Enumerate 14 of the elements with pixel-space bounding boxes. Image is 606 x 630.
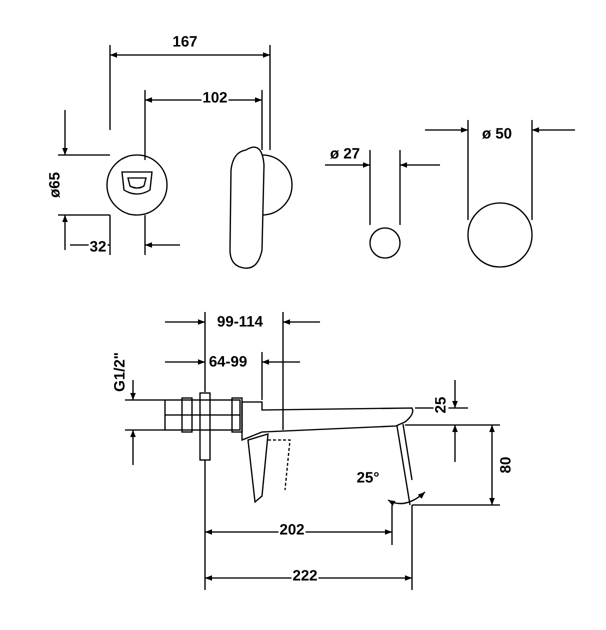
- dimension-label: 102: [201, 90, 229, 106]
- dimension-label: ø 50: [481, 126, 513, 142]
- dimension-label: 167: [171, 34, 199, 50]
- dimension-label: 64-99: [208, 354, 248, 370]
- dimension-label: 25: [434, 396, 448, 414]
- dimension-label: G1/2": [112, 351, 128, 393]
- dimension-label: 32: [88, 240, 108, 254]
- dimension-label: ø65: [48, 171, 62, 199]
- dimension-label: ø 27: [329, 146, 361, 162]
- dimension-label: 202: [278, 522, 306, 538]
- dimension-label: 80: [498, 456, 514, 474]
- dimension-label: 222: [291, 568, 319, 584]
- dimension-label: 99-114: [216, 314, 264, 330]
- dimension-label: 25°: [356, 470, 380, 486]
